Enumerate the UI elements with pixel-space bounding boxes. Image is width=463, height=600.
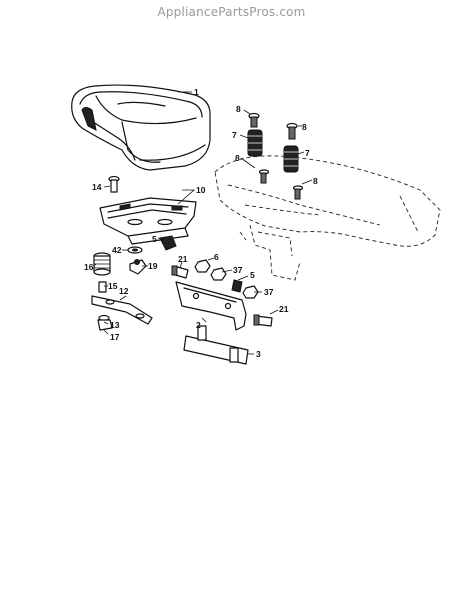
callout-37: 37 [233,265,243,275]
pivot-plate-12 [91,281,153,331]
callout-7: 7 [305,148,310,158]
bolt-21-right [253,314,273,327]
knob-5-lower [231,279,243,293]
callout-8: 8 [236,104,241,114]
base-plate-3 [183,325,249,365]
seat-pan [99,197,197,245]
seat [71,84,211,171]
callout-12: 12 [119,286,129,296]
callout-1: 1 [194,87,199,97]
tractor-frame-outline [214,155,441,281]
callout-3: 3 [256,349,261,359]
bolt-8-c [258,169,270,184]
leader-lines [93,91,313,355]
washer-42 [127,246,143,254]
watermark: AppliancePartsPros.com [157,5,306,19]
bumper-7-b [283,145,299,173]
nut-37-lower [242,285,259,299]
callout-19: 19 [148,261,158,271]
spring-16 [93,252,111,276]
bolt-14 [108,175,120,193]
callout-21: 21 [178,254,188,264]
callout-14: 14 [92,182,102,192]
callout-13: 13 [110,320,120,330]
knob-19 [129,259,147,275]
callout-42: 42 [112,245,122,255]
bolt-8-a [248,112,260,128]
callout-37: 37 [264,287,274,297]
bolt-8-d [292,185,304,200]
callout-8: 8 [313,176,318,186]
bolt-21-left [171,265,189,279]
callout-10: 10 [196,185,206,195]
callout-6: 6 [214,252,219,262]
nut-37-upper [210,267,227,281]
callout-15: 15 [108,281,118,291]
bolt-8-b [286,122,298,140]
bumper-7-a [247,129,263,157]
callout-5: 5 [250,270,255,280]
callout-7: 7 [232,130,237,140]
adjust-knob [159,235,177,251]
callout-21: 21 [279,304,289,314]
callout-5: 5 [152,234,157,244]
callout-17: 17 [110,332,120,342]
callout-8: 8 [235,153,240,163]
nut-6 [194,259,211,273]
callout-2: 2 [196,320,201,330]
seat-hinge-bracket [175,281,247,331]
callout-8: 8 [302,122,307,132]
callout-16: 16 [84,262,94,272]
callouts: 1 8 8 7 7 8 8 14 10 42 5 16 19 21 6 37 5… [84,87,318,359]
